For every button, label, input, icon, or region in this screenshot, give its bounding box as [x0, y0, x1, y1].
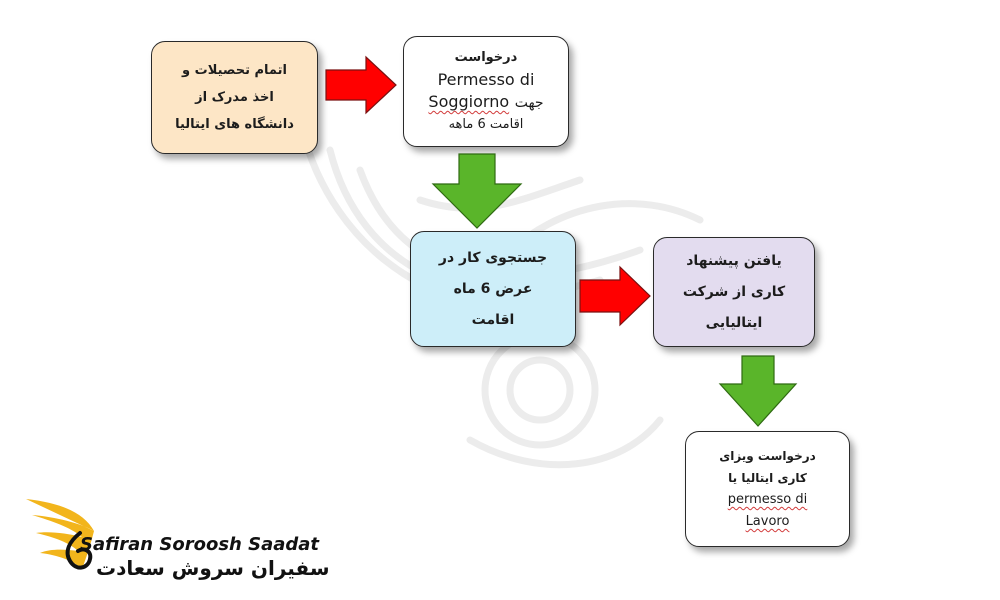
step-finish-studies-line-2: اخذ مدرک از: [195, 90, 274, 105]
step-finish-studies-line-1: اتمام تحصیلات و: [182, 63, 287, 78]
step-job-offer-line-3: ایتالیایی: [705, 314, 763, 331]
logo-name-english: Safiran Soroosh Saadat: [80, 534, 320, 555]
step-finish-studies: اتمام تحصیلات و اخذ مدرک از دانشگاه های …: [151, 41, 318, 154]
step-work-visa-line-2: کاری ایتالیا یا: [728, 471, 807, 485]
step-job-offer-line-1: یافتن پیشنهاد: [686, 252, 782, 269]
step-permesso-line-2: Permesso di: [437, 70, 535, 89]
step-permesso-line-3: Soggiorno جهت: [428, 91, 543, 114]
step-job-search-line-3: اقامت: [471, 311, 515, 328]
red-right-arrow-icon: [325, 55, 397, 115]
step-permesso-line-4: اقامت 6 ماهه: [448, 117, 524, 132]
step-permesso-for-word: جهت: [514, 95, 544, 111]
step-job-offer: یافتن پیشنهاد کاری از شرکت ایتالیایی: [653, 237, 815, 347]
step-work-visa-line-4: Lavoro: [745, 514, 790, 529]
step-job-search-line-1: جستجوی کار در: [438, 249, 548, 266]
step-job-search-line-2: عرض 6 ماه: [453, 280, 533, 297]
red-right-arrow-icon: [579, 265, 651, 327]
step-work-visa-line-1: درخواست ویزای: [719, 449, 816, 463]
step-job-search: جستجوی کار در عرض 6 ماه اقامت: [410, 231, 576, 347]
logo-name-persian: سفیران سروش سعادت: [96, 556, 330, 580]
golden-wing-logo-icon: [26, 499, 94, 570]
green-down-arrow-icon: [718, 355, 798, 427]
step-permesso-soggiorno: درخواست Permesso di Soggiorno جهت اقامت …: [403, 36, 569, 147]
step-permesso-line-1: درخواست: [454, 50, 518, 65]
step-job-offer-line-2: کاری از شرکت: [682, 283, 786, 300]
green-down-arrow-icon: [431, 153, 523, 229]
step-work-visa: درخواست ویزای کاری ایتالیا یا permesso d…: [685, 431, 850, 547]
step-permesso-soggiorno-word: Soggiorno: [428, 92, 510, 111]
step-work-visa-line-3: permesso di: [727, 492, 808, 507]
step-finish-studies-line-3: دانشگاه های ایتالیا: [175, 117, 294, 132]
